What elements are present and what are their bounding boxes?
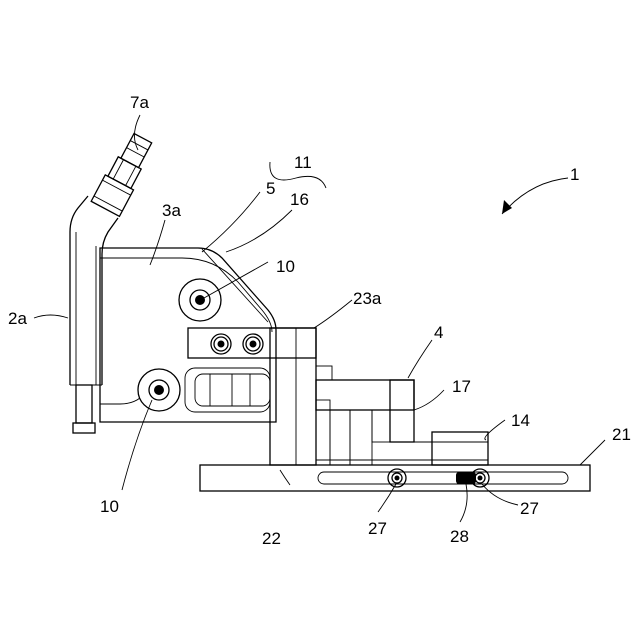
label-27-right: 27 [520,499,539,518]
label-1: 1 [570,165,579,184]
label-5: 5 [266,179,275,198]
roller-top [179,279,221,321]
label-23a: 23a [353,289,382,308]
label-14: 14 [511,411,530,430]
column-block [188,328,316,465]
clamp-bolts [211,334,263,354]
leader-lines [34,115,605,522]
label-16: 16 [290,190,309,209]
label-17: 17 [452,377,471,396]
label-27-left: 27 [368,519,387,538]
label-21: 21 [612,425,631,444]
label-3a: 3a [162,201,181,220]
label-28: 28 [450,527,469,546]
label-7a: 7a [130,93,149,112]
label-11: 11 [294,153,312,172]
label-4: 4 [434,323,443,342]
label-10-bottom: 10 [100,497,119,516]
label-10-top: 10 [276,257,295,276]
roller-bottom [138,369,180,411]
label-22: 22 [262,529,281,548]
label-2a: 2a [8,309,27,328]
tube-and-fitting [70,131,157,433]
